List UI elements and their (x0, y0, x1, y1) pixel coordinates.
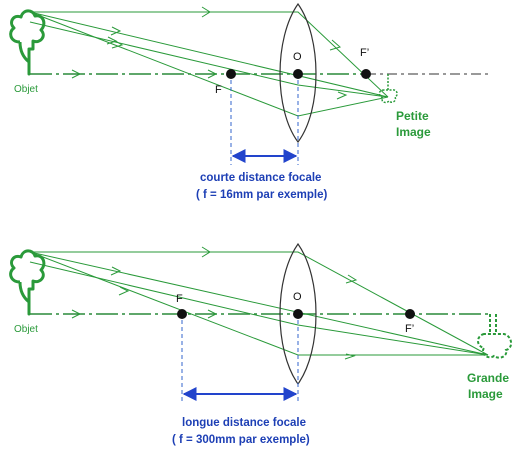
top-object-label: Objet (14, 84, 38, 95)
image-tree-icon (378, 74, 398, 104)
bottom-image-label-line1: Grande (467, 371, 509, 385)
tree-icon (9, 9, 46, 76)
bottom-object-label: Objet (14, 324, 38, 335)
bottom-focal-text-line1: longue distance focale (182, 417, 306, 429)
top-focal-text-line1: courte distance focale (200, 172, 321, 184)
top-ray-parallel (30, 11, 389, 98)
top-diagram: Objet F O F’ Petite Image courte distanc… (9, 2, 488, 201)
bottom-ray-parallel (30, 251, 489, 356)
bottom-rays (29, 251, 489, 356)
top-image-label-line1: Petite (396, 109, 429, 123)
tree-icon (9, 249, 46, 316)
top-optical-center-o (293, 69, 303, 79)
top-f-label: F (215, 84, 222, 96)
image-tree-icon (477, 314, 512, 359)
top-focal-point-f (226, 69, 236, 79)
top-rays (29, 11, 389, 117)
top-fprime-label: F’ (360, 47, 369, 59)
bottom-f-label: F (176, 293, 183, 305)
top-focal-point-fprime (361, 69, 371, 79)
bottom-ray-low (29, 261, 489, 356)
bottom-focal-text-line2: ( f = 300mm par exemple) (172, 434, 310, 446)
bottom-ray-center (29, 251, 489, 356)
top-lens (279, 2, 317, 144)
bottom-image-label-line2: Image (468, 387, 503, 401)
top-focal-text-line2: ( f = 16mm par exemple) (196, 189, 328, 201)
top-ray-center (29, 11, 389, 98)
top-image-label-line2: Image (396, 125, 431, 139)
top-ray-arrows (71, 6, 348, 100)
bottom-focal-point-f (177, 309, 187, 319)
bottom-diagram: Objet F O F’ Grande Image longue distanc… (9, 242, 512, 446)
bottom-o-label: O (293, 291, 302, 303)
bottom-optical-center-o (293, 309, 303, 319)
bottom-fprime-label: F’ (405, 323, 414, 335)
bottom-focal-point-fprime (405, 309, 415, 319)
top-o-label: O (293, 51, 302, 63)
bottom-ray-arrows (71, 246, 358, 360)
